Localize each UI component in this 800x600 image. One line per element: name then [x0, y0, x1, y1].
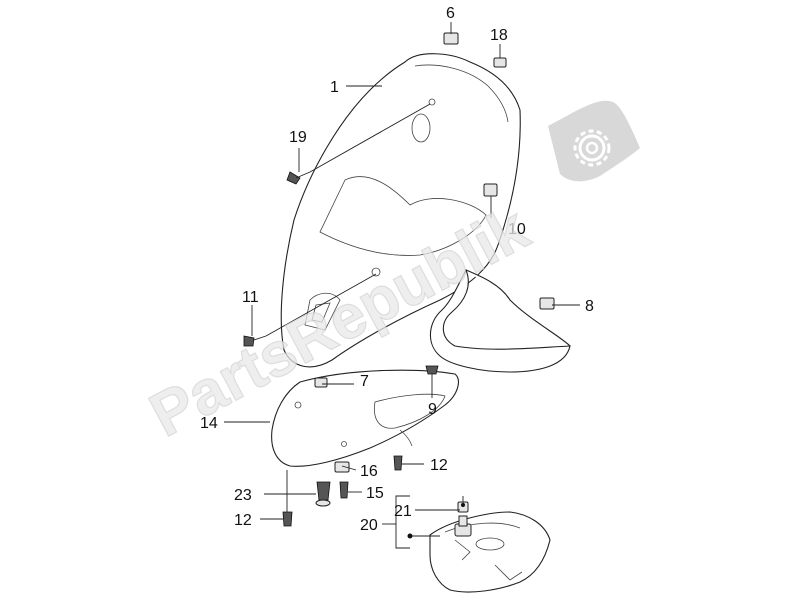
clip-part-7	[314, 377, 328, 388]
screw-part-12-upper	[393, 455, 403, 471]
clip-part-18	[493, 57, 507, 68]
callout-7: 7	[360, 373, 369, 390]
callout-23: 23	[234, 487, 252, 504]
clip-part-8	[539, 297, 555, 310]
callout-1: 1	[330, 79, 339, 96]
callout-12-lower: 12	[234, 512, 252, 529]
gear-icon	[573, 129, 611, 167]
callout-20: 20	[360, 517, 378, 534]
clip-part-6	[443, 32, 459, 45]
callout-15: 15	[366, 485, 384, 502]
callout-9: 9	[428, 401, 437, 418]
callout-16: 16	[360, 463, 378, 480]
watermark-flag	[548, 100, 640, 182]
leader-lines	[224, 22, 580, 549]
callout-8: 8	[585, 298, 594, 315]
screw-part-9	[425, 365, 439, 380]
front-shield-part-1	[280, 53, 521, 368]
clip-part-16	[334, 461, 350, 473]
screw-part-19	[286, 171, 311, 185]
inner-panel-part-8	[429, 268, 571, 373]
callout-11: 11	[242, 289, 259, 306]
callouts: 1 6 18 19 10 8 11 7 9 14 12 16 23 15 12 …	[200, 5, 594, 534]
callout-10: 10	[508, 221, 526, 238]
screw-part-23	[315, 481, 331, 507]
screw-part-11	[243, 335, 267, 347]
callout-18: 18	[490, 27, 508, 44]
screw-part-12-lower	[282, 511, 293, 527]
callout-14: 14	[200, 415, 218, 432]
screw-part-15	[339, 481, 349, 499]
callout-21: 21	[394, 503, 412, 520]
watermark-logo	[548, 100, 640, 182]
hardware	[243, 32, 555, 527]
callout-12-upper: 12	[430, 457, 448, 474]
clip-part-10	[483, 183, 498, 197]
callout-19: 19	[289, 129, 307, 146]
callout-6: 6	[446, 5, 455, 22]
bracket-part-20	[429, 511, 551, 593]
